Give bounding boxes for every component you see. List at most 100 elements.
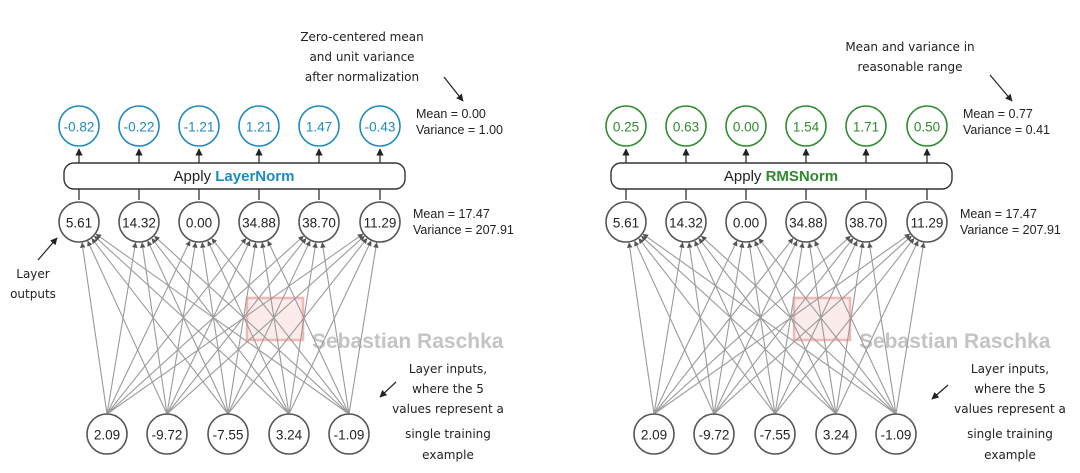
normalized-node: 1.54 bbox=[785, 105, 827, 147]
layer-output-node: 34.88 bbox=[238, 201, 280, 243]
connection-edge bbox=[627, 242, 655, 415]
layer-input-node: 2.09 bbox=[86, 413, 128, 455]
normalized-variance: Variance = 1.00 bbox=[416, 123, 503, 137]
normalized-node: -1.21 bbox=[178, 105, 220, 147]
layer-input-node: 2.09 bbox=[633, 413, 675, 455]
connection-edge bbox=[835, 240, 919, 415]
svg-text:1.71: 1.71 bbox=[853, 120, 879, 135]
svg-text:14.32: 14.32 bbox=[122, 216, 156, 231]
normalized-node: -0.22 bbox=[118, 105, 160, 147]
layer-input-node: -7.55 bbox=[754, 413, 796, 455]
connection-edge bbox=[698, 238, 837, 415]
layer-output-node: 14.32 bbox=[665, 201, 707, 243]
connection-edge bbox=[653, 240, 738, 415]
svg-text:14.32: 14.32 bbox=[669, 216, 703, 231]
svg-text:single training: single training bbox=[967, 427, 1053, 441]
svg-text:after normalization: after normalization bbox=[305, 70, 419, 84]
layer-output-node: 11.29 bbox=[359, 201, 401, 243]
connection-edge bbox=[94, 235, 290, 415]
watermark: Sebastian Raschka bbox=[245, 296, 504, 353]
svg-text:2.09: 2.09 bbox=[641, 428, 667, 443]
layer-outputs-label: Layer outputs bbox=[10, 267, 56, 301]
svg-text:0.00: 0.00 bbox=[733, 216, 759, 231]
normalized-node: 1.21 bbox=[238, 105, 280, 147]
connection-edge bbox=[754, 240, 837, 415]
connection-edge bbox=[758, 238, 897, 415]
svg-text:Mean and variance in: Mean and variance in bbox=[845, 40, 974, 54]
connection-edge bbox=[320, 242, 350, 415]
connection-edge bbox=[835, 242, 865, 415]
layer-input-node: -1.09 bbox=[328, 413, 370, 455]
normalized-node: 0.63 bbox=[665, 105, 707, 147]
connection-edge bbox=[147, 240, 229, 415]
connection-edge bbox=[154, 235, 350, 415]
connection-edge bbox=[106, 235, 304, 415]
svg-text:34.88: 34.88 bbox=[242, 216, 276, 231]
layer-output-node: 38.70 bbox=[298, 201, 340, 243]
layer-input-node: 3.24 bbox=[268, 413, 310, 455]
normalized-variance: Variance = 0.41 bbox=[963, 123, 1050, 137]
svg-text:-9.72: -9.72 bbox=[152, 428, 183, 443]
svg-text:5.61: 5.61 bbox=[613, 216, 639, 231]
normalized-node: 0.25 bbox=[605, 105, 647, 147]
normalized-nodes: 0.25 0.63 0.00 1.54 1.71 0.50 bbox=[605, 105, 948, 147]
normalized-node: -0.43 bbox=[359, 105, 401, 147]
top-annotation-arrow bbox=[989, 74, 1013, 102]
connection-edge bbox=[227, 242, 258, 415]
connection-edge bbox=[200, 242, 229, 415]
normalized-node: 1.47 bbox=[298, 105, 340, 147]
connection-edge bbox=[713, 242, 745, 415]
svg-text:2.09: 2.09 bbox=[94, 428, 120, 443]
watermark: Sebastian Raschka bbox=[792, 296, 1051, 353]
inputs-annotation: Layer inputs, where the 5 values represe… bbox=[954, 362, 1066, 462]
connection-edge bbox=[211, 238, 350, 415]
connection-edge bbox=[227, 240, 311, 415]
connection-edge bbox=[687, 242, 715, 415]
connection-edge bbox=[227, 238, 368, 415]
svg-text:38.70: 38.70 bbox=[849, 216, 883, 231]
connection-edge bbox=[634, 240, 715, 415]
svg-text:11.29: 11.29 bbox=[911, 216, 944, 231]
outputs-mean: Mean = 17.47 bbox=[960, 207, 1037, 221]
connection-edge bbox=[653, 238, 794, 415]
layer-input-node: -1.09 bbox=[875, 413, 917, 455]
inputs-annotation: Layer inputs, where the 5 values represe… bbox=[392, 362, 504, 462]
svg-text:0.00: 0.00 bbox=[733, 120, 759, 135]
svg-text:where the 5: where the 5 bbox=[412, 382, 484, 396]
connection-edge bbox=[701, 235, 897, 415]
connection-edge bbox=[713, 238, 854, 415]
apply-layernorm-label: Apply LayerNorm bbox=[174, 168, 295, 185]
top-annotation-arrow bbox=[443, 76, 464, 102]
svg-text:outputs: outputs bbox=[10, 287, 56, 301]
connection-edge bbox=[774, 242, 805, 415]
svg-text:3.24: 3.24 bbox=[276, 428, 303, 443]
svg-text:Layer: Layer bbox=[16, 267, 50, 281]
svg-text:0.63: 0.63 bbox=[673, 120, 699, 135]
svg-text:0.25: 0.25 bbox=[613, 120, 639, 135]
svg-text:example: example bbox=[422, 448, 474, 462]
connection-edge bbox=[348, 242, 379, 415]
svg-text:-9.72: -9.72 bbox=[699, 428, 730, 443]
connection-edge bbox=[91, 238, 229, 415]
layer-output-nodes: 5.61 14.32 0.00 34.88 38.70 11.29 bbox=[605, 201, 948, 243]
apply-rmsnorm-label: Apply RMSNorm bbox=[724, 168, 838, 185]
inputs-annotation-arrow bbox=[379, 381, 397, 398]
top-annotation: Zero-centered mean and unit variance aft… bbox=[300, 30, 423, 84]
watermark-text: Sebastian Raschka bbox=[312, 330, 504, 353]
layer-input-nodes: 2.09 -9.72 -7.55 3.24 -1.09 bbox=[86, 413, 370, 455]
connection-edge bbox=[140, 242, 168, 415]
connection-edge bbox=[814, 240, 897, 415]
layer-output-node: 11.29 bbox=[906, 201, 948, 243]
layer-output-node: 14.32 bbox=[118, 201, 160, 243]
connection-edge bbox=[653, 233, 911, 415]
connection-edge bbox=[653, 242, 685, 415]
connection-edge bbox=[267, 240, 350, 415]
layer-input-node: -9.72 bbox=[146, 413, 188, 455]
panel-layernorm: Sebastian Raschka -0.82 -0.22 -1.21 1.21… bbox=[10, 30, 514, 462]
connection-edge bbox=[807, 242, 837, 415]
svg-text:1.47: 1.47 bbox=[306, 120, 332, 135]
svg-text:reasonable range: reasonable range bbox=[858, 60, 963, 74]
svg-text:11.29: 11.29 bbox=[364, 216, 397, 231]
connection-edge bbox=[106, 233, 364, 415]
svg-text:38.70: 38.70 bbox=[302, 216, 336, 231]
